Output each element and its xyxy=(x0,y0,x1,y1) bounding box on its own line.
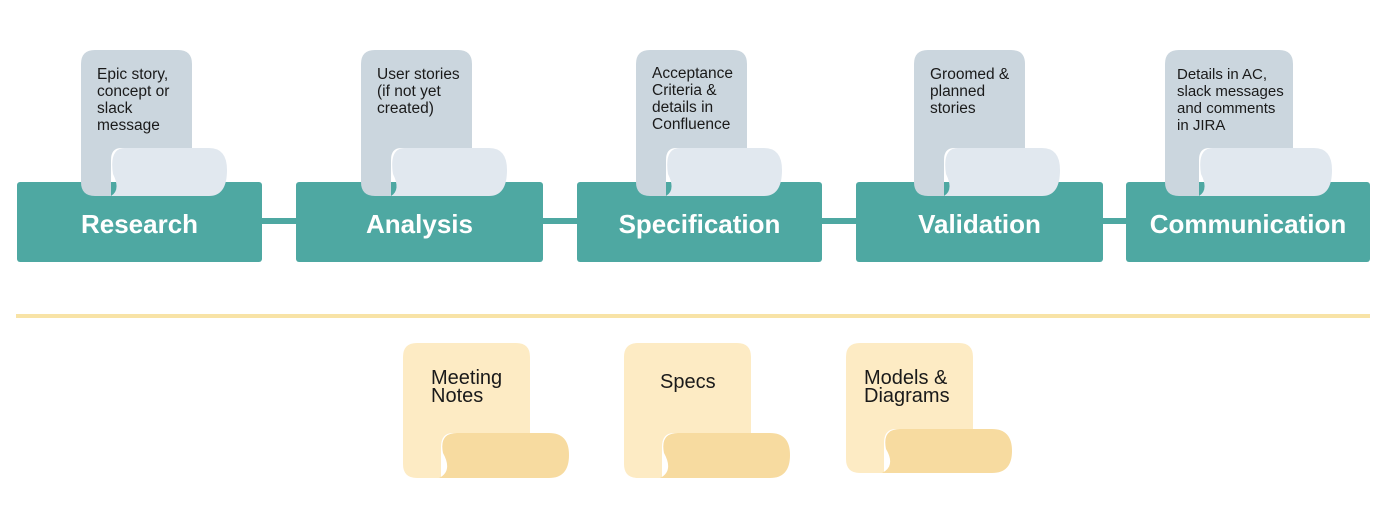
artifact-label: Specs xyxy=(660,371,716,393)
scroll-icon xyxy=(624,343,790,478)
connector-specification-validation xyxy=(822,218,856,224)
artifact-meeting-notes: Meeting Notes xyxy=(403,343,569,478)
note-specification: Acceptance Criteria & details in Conflue… xyxy=(636,50,782,196)
artifact-label: Meeting Notes xyxy=(431,367,503,407)
note-text: Epic story, concept or slack message xyxy=(97,66,170,134)
stage-label: Research xyxy=(80,208,199,239)
note-text: Details in AC, slack messages and commen… xyxy=(1177,66,1284,134)
artifact-label: Models & Diagrams xyxy=(864,367,950,407)
note-text: Groomed & planned stories xyxy=(930,66,1010,117)
note-analysis: User stories (if not yet created) xyxy=(361,50,507,196)
note-communication: Details in AC, slack messages and commen… xyxy=(1165,50,1332,196)
stage-label: Validation xyxy=(918,208,1041,239)
document-icon xyxy=(914,50,1060,196)
note-research: Epic story, concept or slack message xyxy=(81,50,227,196)
artifact-models-diagrams: Models & Diagrams xyxy=(846,343,1012,473)
connector-validation-communication xyxy=(1103,218,1126,224)
document-icon xyxy=(361,50,507,196)
scroll-icon xyxy=(846,343,1012,473)
scroll-icon xyxy=(403,343,569,478)
connector-analysis-specification xyxy=(543,218,577,224)
stage-analysis: Analysis xyxy=(296,182,543,262)
artifact-specs: Specs xyxy=(624,343,790,478)
stage-label: Analysis xyxy=(366,208,473,239)
stage-validation: Validation xyxy=(856,182,1103,262)
stage-label: Communication xyxy=(1149,208,1347,239)
document-icon xyxy=(1165,50,1332,196)
document-icon xyxy=(636,50,782,196)
note-text: User stories (if not yet created) xyxy=(377,66,460,117)
section-divider xyxy=(16,314,1370,318)
connector-research-analysis xyxy=(262,218,296,224)
document-icon xyxy=(81,50,227,196)
note-validation: Groomed & planned stories xyxy=(914,50,1060,196)
stage-label: Specification xyxy=(618,208,781,239)
note-text: Acceptance Criteria & details in Conflue… xyxy=(652,65,733,133)
